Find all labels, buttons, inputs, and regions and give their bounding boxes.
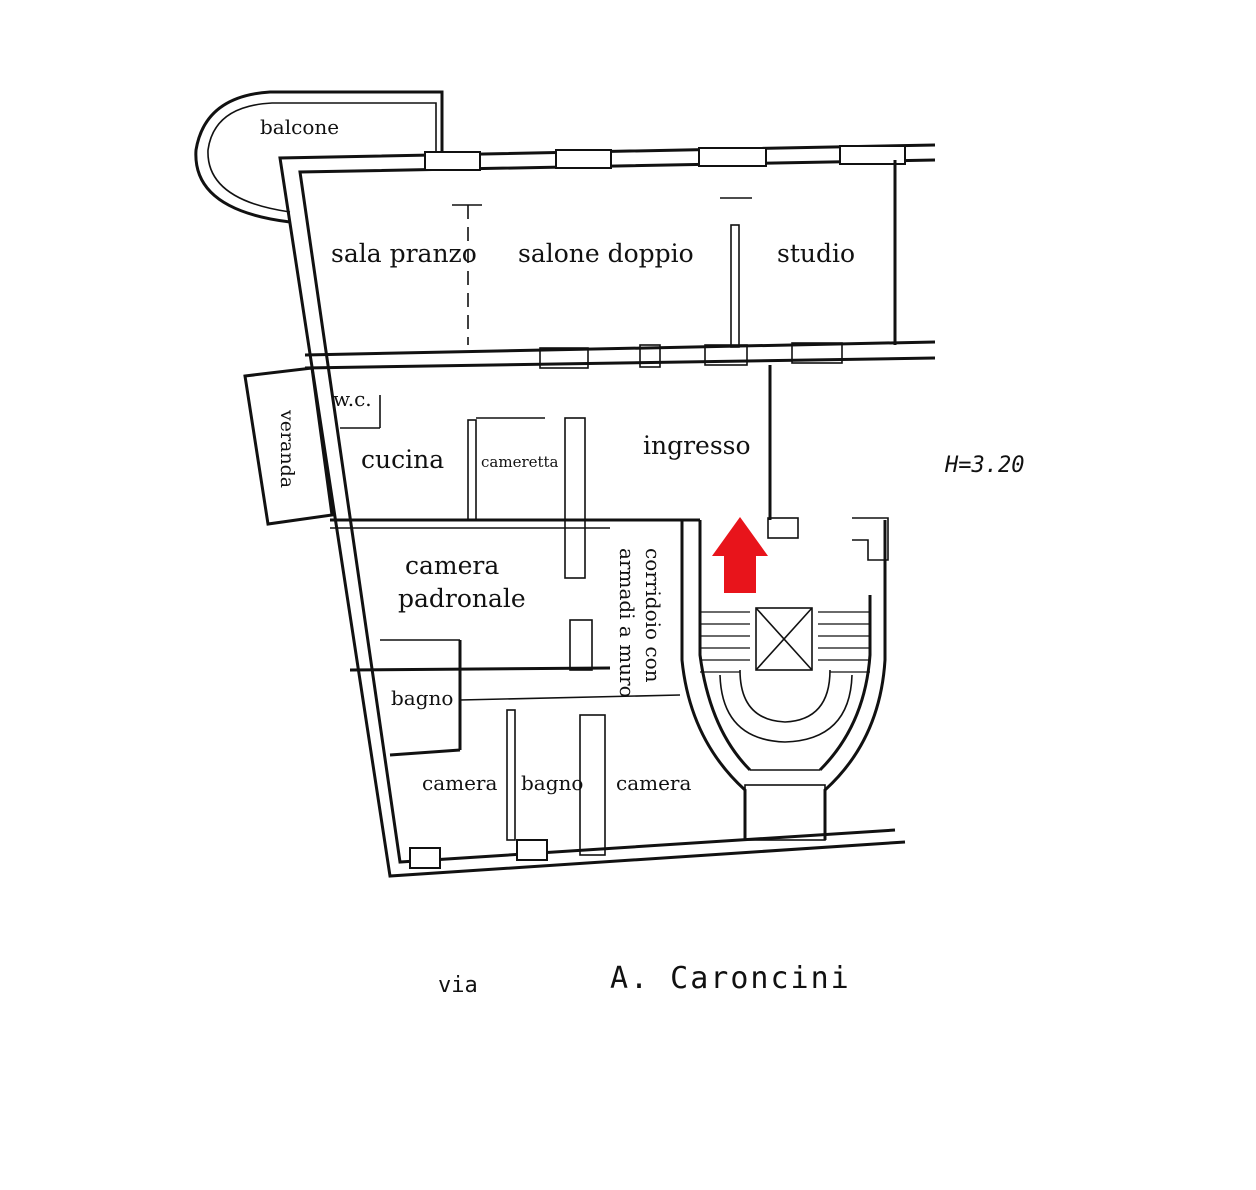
street-name: A. Caroncini — [610, 961, 851, 996]
veranda-outline — [243, 366, 334, 526]
windows — [409, 145, 906, 869]
room-label-corridoio-1: corridoio con — [641, 548, 665, 683]
room-label-camera-1: camera — [422, 771, 497, 795]
room-label-balcone: balcone — [260, 115, 339, 139]
room-label-studio: studio — [777, 239, 855, 268]
balcony-outline — [194, 90, 444, 224]
room-label-ingresso: ingresso — [643, 431, 751, 460]
room-label-corridoio-2: armadi a muro — [615, 548, 639, 698]
ceiling-height-note: H=3.20 — [944, 453, 1024, 478]
interior-walls — [304, 160, 936, 856]
room-label-bagno-1: bagno — [391, 686, 453, 710]
room-label-sala-pranzo: sala pranzo — [331, 239, 477, 268]
entrance-arrow — [712, 517, 768, 593]
room-label-veranda: veranda — [276, 409, 298, 488]
room-label-camera-padronale-2: padronale — [398, 584, 526, 613]
room-label-salone-doppio: salone doppio — [518, 239, 694, 268]
street-prefix: via — [438, 973, 478, 998]
room-label-cucina: cucina — [361, 445, 444, 474]
room-label-camera-padronale-1: camera — [405, 551, 499, 580]
room-label-wc: w.c. — [333, 387, 372, 411]
staircase — [680, 517, 889, 841]
room-label-cameretta: cameretta — [481, 453, 559, 471]
room-label-bagno-2: bagno — [521, 771, 583, 795]
room-label-camera-2: camera — [616, 771, 691, 795]
